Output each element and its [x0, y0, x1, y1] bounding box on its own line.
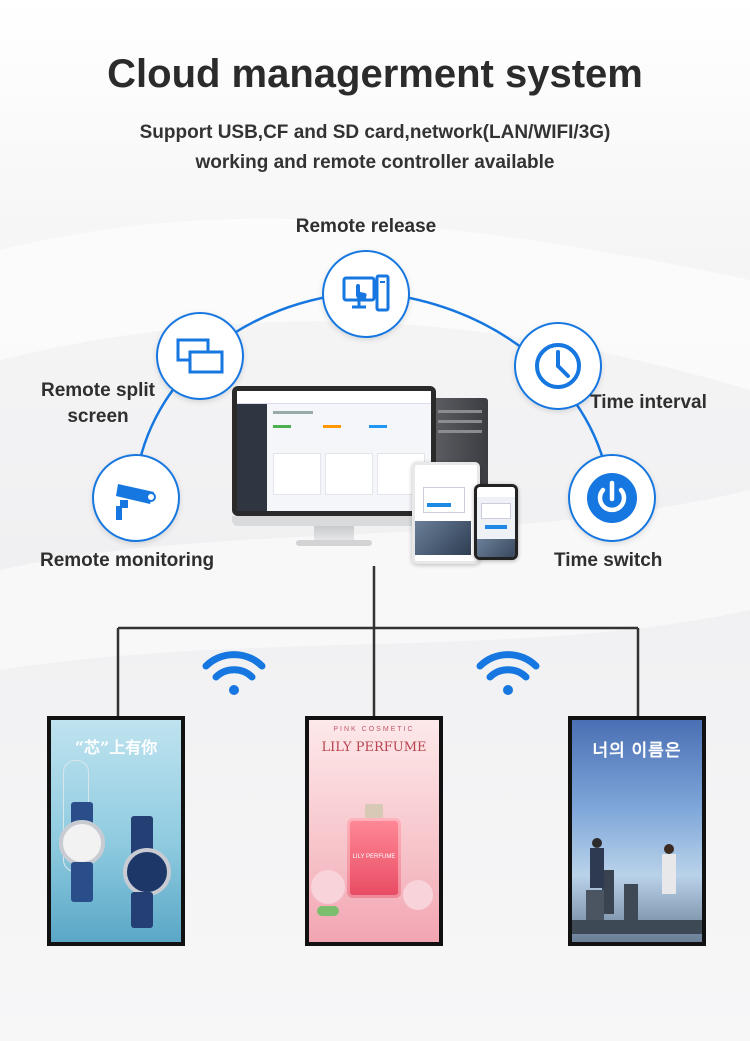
- time-interval-circle: [514, 322, 602, 410]
- perfume-ad-title: LILY PERFUME: [321, 740, 427, 755]
- desktop-monitor-image: [232, 386, 436, 558]
- subtitle-line-2: working and remote controller available: [195, 152, 555, 173]
- poster-korean-title: 너의 이름은: [592, 741, 682, 760]
- display-anime-poster: 너의 이름은: [568, 716, 706, 946]
- remote-monitoring-label: Remote monitoring: [40, 550, 215, 571]
- split-screen-icon: [176, 338, 224, 374]
- smartphone-image: [474, 484, 518, 560]
- power-icon: [587, 473, 637, 523]
- computer-touch-icon: [342, 274, 390, 312]
- time-interval-label: Time interval: [590, 392, 707, 413]
- display-watch-ad: “芯”上有你: [47, 716, 185, 946]
- page-title: Cloud managerment system: [107, 52, 643, 96]
- watch-ad-title: “芯”上有你: [74, 738, 158, 757]
- remote-monitoring-circle: [92, 454, 180, 542]
- subtitle-line-1: Support USB,CF and SD card,network(LAN/W…: [139, 122, 611, 143]
- wifi-icon: [202, 651, 266, 695]
- remote-split-label-line-1: Remote split: [40, 380, 156, 401]
- cctv-camera-icon: [116, 484, 156, 520]
- wifi-icon: [476, 651, 540, 695]
- tablet-image: [412, 462, 480, 564]
- clock-icon: [535, 343, 581, 389]
- remote-release-label: Remote release: [295, 216, 437, 237]
- dashboard-screen: [237, 391, 431, 511]
- remote-split-label: Remote split screen: [26, 378, 170, 430]
- time-switch-circle: [568, 454, 656, 542]
- time-switch-label: Time switch: [554, 550, 663, 571]
- perfume-bottle-label: LILY PERFUME: [352, 854, 396, 860]
- remote-release-circle: [322, 250, 410, 338]
- display-perfume-ad: PINK COSMETIC LILY PERFUME LILY PERFUME: [305, 716, 443, 946]
- perfume-ad-top-text: PINK COSMETIC: [333, 726, 415, 733]
- remote-split-circle: [156, 312, 244, 400]
- remote-split-label-line-2: screen: [67, 406, 129, 427]
